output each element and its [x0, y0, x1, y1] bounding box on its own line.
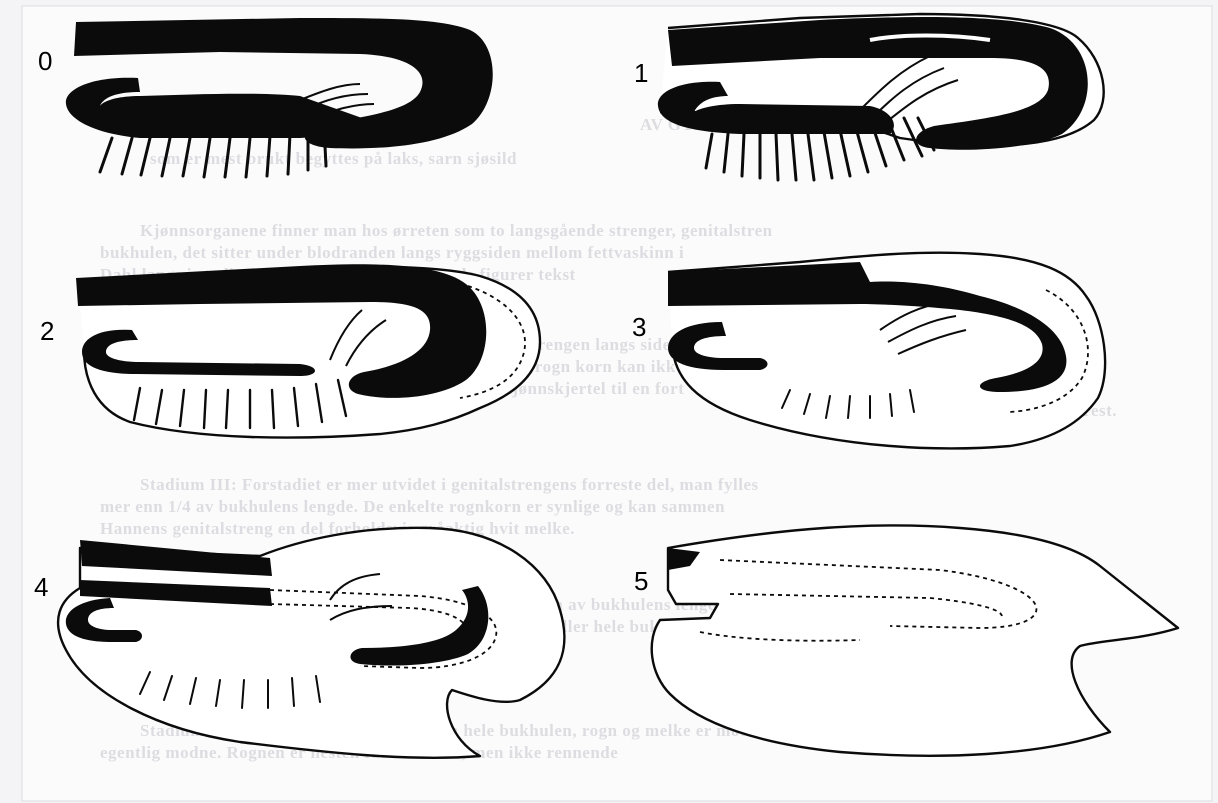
bleed-line: Kjønnsorganene finner man hos ørreten so… — [140, 221, 773, 240]
panel-label-4: 4 — [34, 572, 48, 602]
bleed-line: Stadium III: Forstadiet er mer utvidet i… — [140, 475, 759, 494]
panel-stage-2: 2 — [40, 264, 540, 437]
bleed-line: mer enn 1/4 av bukhulens lengde. De enke… — [100, 497, 725, 516]
panel-label-5: 5 — [634, 566, 648, 596]
panel-label-3: 3 — [632, 312, 646, 342]
bleed-line: bukhulen, det sitter under blodranden la… — [100, 243, 684, 262]
panel-label-1: 1 — [634, 58, 648, 88]
panel-label-0: 0 — [38, 46, 52, 76]
panel-label-2: 2 — [40, 316, 54, 346]
